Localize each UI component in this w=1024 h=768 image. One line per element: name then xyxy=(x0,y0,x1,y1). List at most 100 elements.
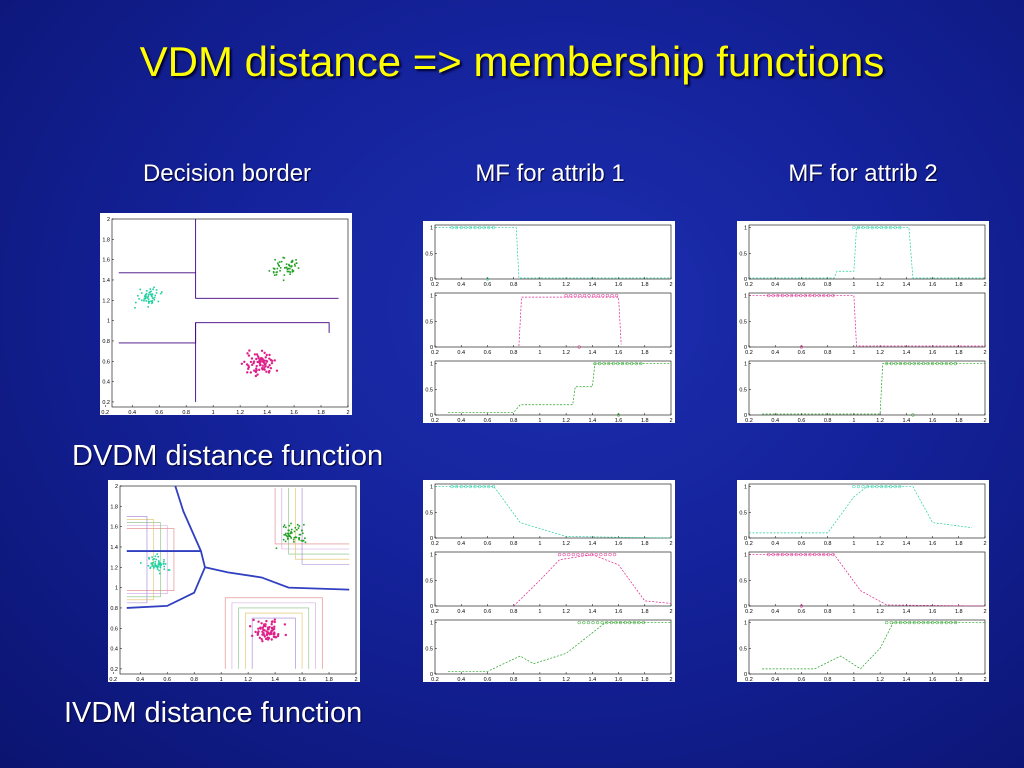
plot-box xyxy=(748,551,986,607)
data-point xyxy=(277,262,279,264)
contour-line xyxy=(295,488,350,560)
data-point xyxy=(270,361,274,365)
x-tick-label: 1.4 xyxy=(903,677,911,682)
data-marker xyxy=(917,361,921,366)
y-tick-label: 0 xyxy=(744,413,747,419)
data-point xyxy=(293,530,296,533)
x-tick-label: 1.6 xyxy=(615,609,623,615)
x-tick-label: 0.2 xyxy=(745,609,753,615)
data-marker xyxy=(949,361,953,366)
data-point xyxy=(145,295,147,298)
data-point xyxy=(268,625,271,629)
x-tick-label: 0.6 xyxy=(798,677,806,682)
cluster-class-3 xyxy=(248,618,287,643)
x-tick-label: 2 xyxy=(669,677,672,682)
data-point xyxy=(290,522,292,525)
data-point xyxy=(293,536,296,539)
x-tick-label: 0.6 xyxy=(484,418,492,423)
data-point xyxy=(274,258,276,261)
y-tick-label: 2 xyxy=(115,484,118,490)
data-marker xyxy=(577,620,581,625)
data-marker xyxy=(625,361,629,366)
x-tick-label: 1.2 xyxy=(876,282,884,288)
data-point xyxy=(275,271,278,274)
data-point xyxy=(159,566,162,569)
data-point xyxy=(144,297,147,300)
data-marker xyxy=(601,293,605,298)
data-marker xyxy=(780,293,785,298)
y-tick-label: 0 xyxy=(430,536,433,542)
data-point xyxy=(268,353,271,357)
plot-box xyxy=(748,224,986,280)
data-point xyxy=(272,632,275,636)
x-tick-label: 0.4 xyxy=(457,418,465,423)
data-point xyxy=(291,271,294,273)
data-markers xyxy=(564,293,619,349)
x-tick-label: 0.8 xyxy=(824,541,832,547)
data-marker xyxy=(562,552,566,557)
plot-box xyxy=(748,360,986,416)
data-marker xyxy=(856,225,861,230)
x-tick-label: 1.8 xyxy=(317,410,325,415)
x-tick-label: 1.8 xyxy=(955,350,963,356)
plot-box xyxy=(434,619,672,675)
plot-box xyxy=(111,218,349,408)
data-point xyxy=(156,566,159,569)
y-tick-label: 0.5 xyxy=(739,578,747,584)
data-point xyxy=(154,561,157,563)
data-point xyxy=(285,532,287,535)
data-point xyxy=(167,569,170,571)
data-point xyxy=(148,301,151,303)
contour-line xyxy=(301,488,350,565)
data-point xyxy=(137,294,139,297)
data-point xyxy=(304,537,306,540)
data-marker xyxy=(875,484,879,489)
data-marker xyxy=(590,552,594,557)
y-tick-label: 1.2 xyxy=(110,565,118,571)
y-tick-label: 0 xyxy=(430,277,433,283)
cluster-class-1 xyxy=(134,286,163,309)
x-tick-label: 1.2 xyxy=(562,609,570,615)
data-marker xyxy=(856,484,861,489)
data-point xyxy=(153,298,156,301)
y-tick-label: 1.8 xyxy=(102,237,110,243)
plot-box xyxy=(434,360,672,416)
contour-line xyxy=(231,602,316,669)
y-tick-label: 0 xyxy=(744,277,747,283)
x-tick-label: 0.8 xyxy=(510,350,518,356)
data-marker xyxy=(634,361,638,366)
data-point xyxy=(267,371,271,374)
data-marker xyxy=(485,277,490,281)
y-tick-label: 1 xyxy=(744,294,747,300)
data-point xyxy=(291,269,294,271)
x-tick-label: 1.8 xyxy=(955,609,963,615)
x-tick-label: 0.4 xyxy=(457,609,465,615)
data-point xyxy=(285,266,288,269)
row-label-dvdm: DVDM distance function xyxy=(72,440,384,472)
data-point xyxy=(255,357,258,361)
x-tick-label: 1.2 xyxy=(562,541,570,547)
x-tick-label: 1.8 xyxy=(641,350,649,356)
data-point xyxy=(265,359,268,363)
y-tick-label: 0 xyxy=(744,345,747,351)
data-point xyxy=(159,562,162,564)
y-tick-label: 1 xyxy=(107,319,110,325)
data-marker xyxy=(917,620,921,625)
x-tick-label: 0.8 xyxy=(510,609,518,615)
decision-border-line xyxy=(126,566,206,609)
x-tick-label: 1.2 xyxy=(876,541,884,547)
data-marker xyxy=(803,293,808,298)
data-marker xyxy=(477,225,482,230)
data-point xyxy=(283,267,286,269)
data-marker xyxy=(911,413,915,417)
data-markers xyxy=(885,620,958,625)
data-point xyxy=(290,537,292,539)
x-tick-label: 1.2 xyxy=(876,350,884,356)
data-marker xyxy=(884,225,888,230)
data-point xyxy=(285,263,288,265)
data-point xyxy=(282,538,285,541)
data-point xyxy=(151,556,153,558)
y-tick-label: 0.8 xyxy=(102,339,110,345)
